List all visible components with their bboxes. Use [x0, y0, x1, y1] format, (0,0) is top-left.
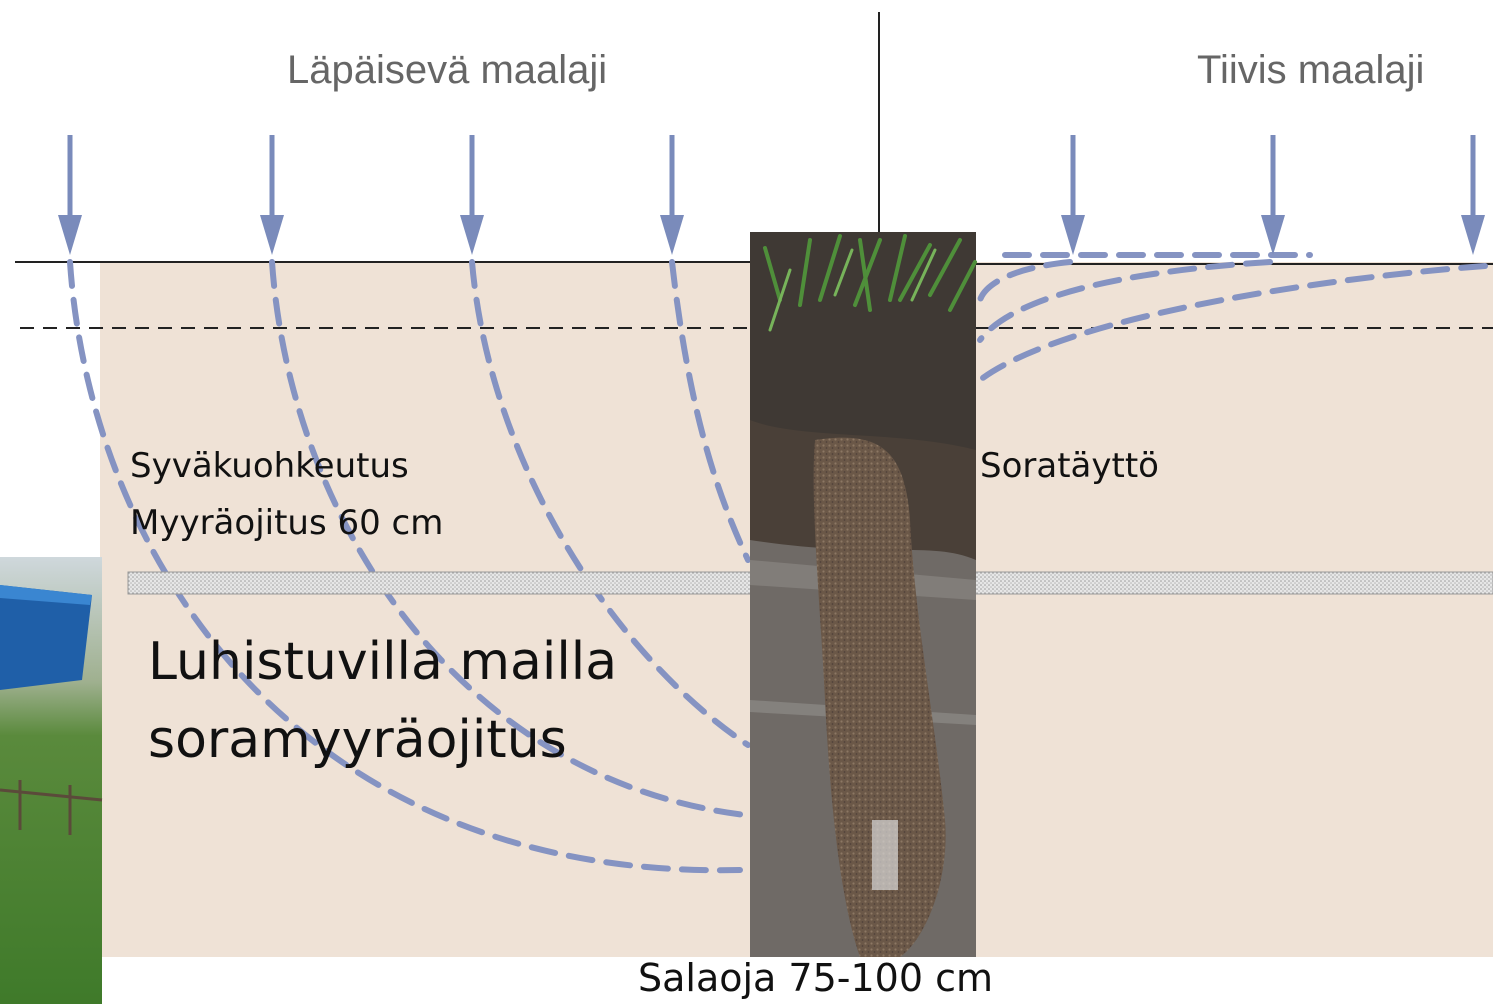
- heading-permeable-soil: Läpäisevä maalaji: [287, 48, 607, 93]
- main-text-line2: soramyyräojitus: [148, 710, 567, 770]
- mole-drain-right: [927, 572, 1493, 594]
- heading-dense-soil: Tiivis maalaji: [1197, 48, 1424, 93]
- arrow-down-icon: [1061, 135, 1085, 255]
- label-subsurface-drain: Salaoja 75-100 cm: [638, 956, 993, 1000]
- arrow-down-icon: [460, 135, 484, 255]
- main-text-line1: Luhistuvilla mailla: [148, 632, 617, 692]
- mole-drain-left: [128, 572, 778, 594]
- label-gravel-fill: Soratäyttö: [980, 446, 1159, 486]
- arrow-down-icon: [1461, 135, 1485, 255]
- label-deep-loosening: Syväkuohkeutus: [130, 446, 409, 486]
- arrow-down-icon: [260, 135, 284, 255]
- label-mole-drainage: Myyräojitus 60 cm: [130, 503, 443, 543]
- trench-photo: [750, 232, 976, 957]
- arrow-down-icon: [660, 135, 684, 255]
- arrow-down-icon: [58, 135, 82, 255]
- arrow-down-icon: [1261, 135, 1285, 255]
- field-machine-photo-icon: [0, 557, 102, 1004]
